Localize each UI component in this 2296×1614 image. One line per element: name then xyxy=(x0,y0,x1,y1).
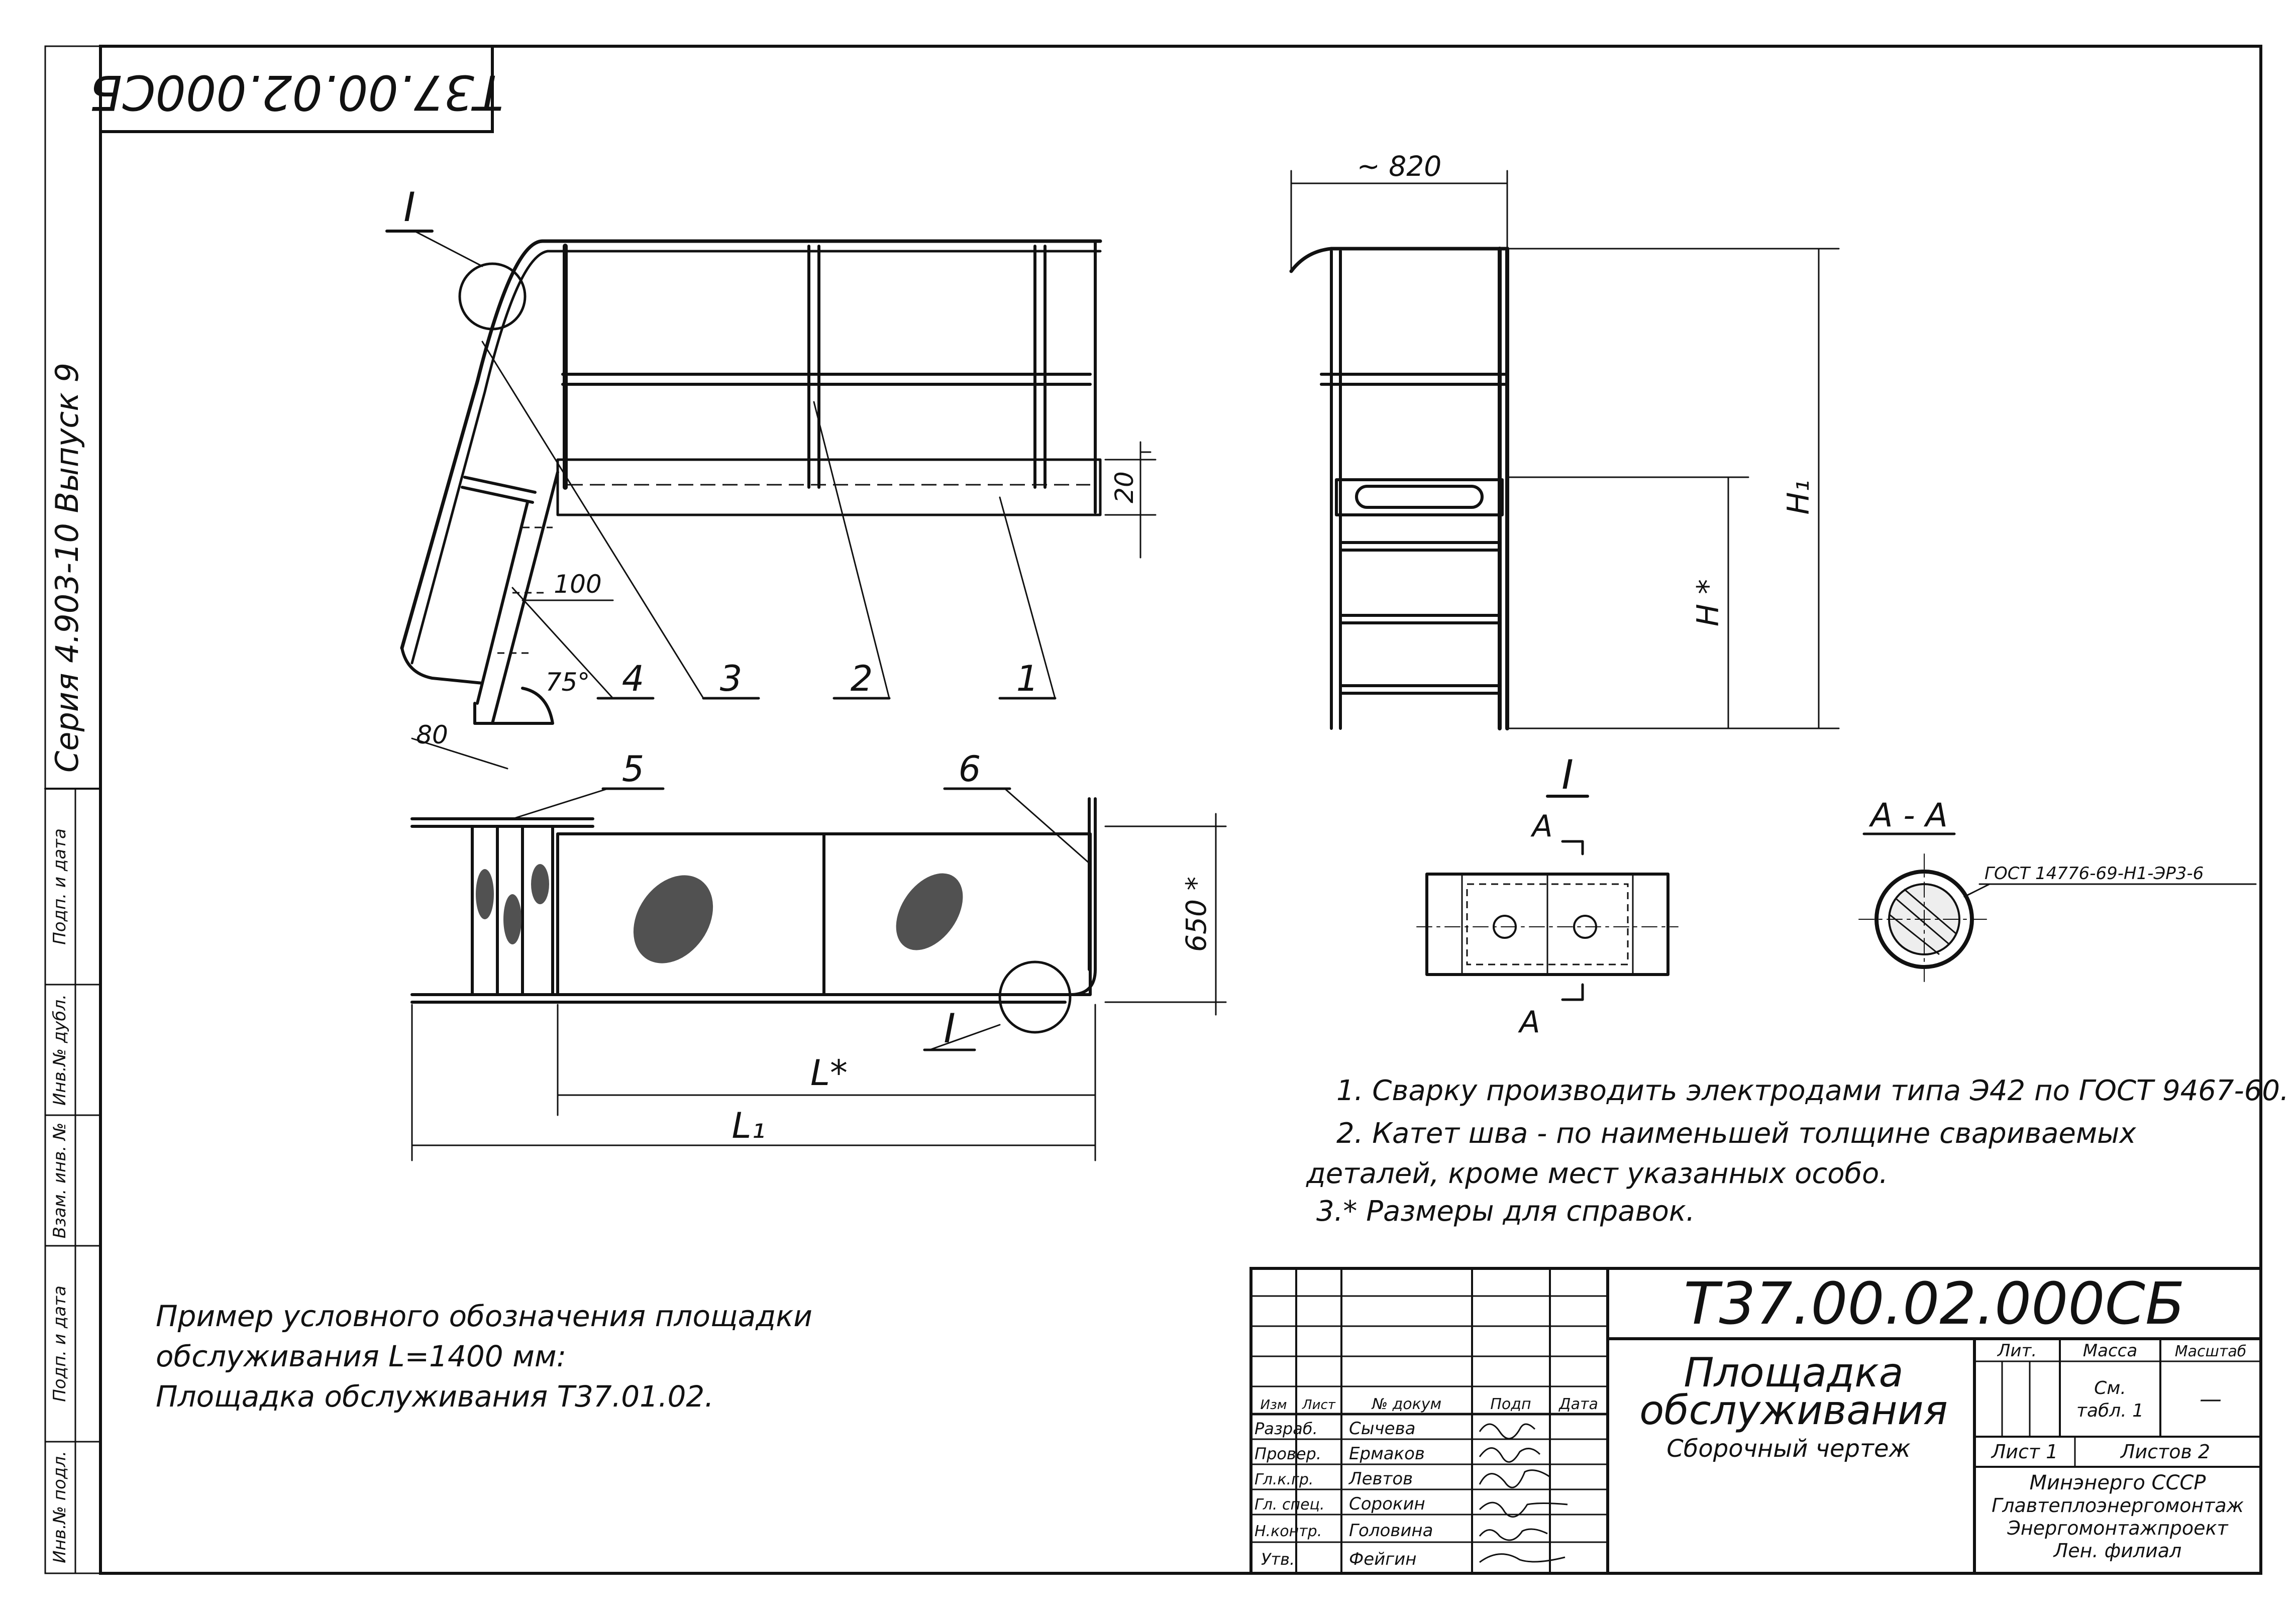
name-glspec: Сорокин xyxy=(1349,1494,1425,1514)
title-block: Изм Лист № докум Подп Дата Разраб. Сычев… xyxy=(1249,1267,2262,1575)
rotated-designation-box: Т37.00.02.000СБ xyxy=(89,45,503,133)
series-label: Серия 4.903-10 Выпуск 9 xyxy=(49,363,85,773)
dim-80: 80 xyxy=(416,720,448,749)
title-name-1: Площадка xyxy=(1684,1349,1903,1396)
side-view-annotations: I 20 100 75° 80 4 3 2 1 xyxy=(385,184,1157,770)
org-line-2: Главтеплоэнергомонтаж xyxy=(1992,1494,2244,1517)
pos-4: 4 xyxy=(622,658,645,699)
dim-L-star: L* xyxy=(810,1052,848,1094)
col-dokum: № докум xyxy=(1371,1395,1441,1413)
org-line-1: Минэнерго СССР xyxy=(2030,1471,2207,1494)
label-lit: Лит. xyxy=(1997,1341,2037,1361)
strip-label-inv-podl: Инв.№ подл. xyxy=(50,1451,70,1563)
label-scale: Масштаб xyxy=(2175,1343,2247,1360)
note-1: 1. Сварку производить электродами типа Э… xyxy=(1336,1074,2289,1107)
role-utv: Утв. xyxy=(1261,1550,1295,1569)
detail-I-title: I xyxy=(1561,751,1574,798)
weld-symbol: ГОСТ 14776-69-Н1-ЭР3-6 xyxy=(1985,864,2204,884)
dim-H-star: H * xyxy=(1691,579,1726,626)
col-izm: Изм xyxy=(1261,1397,1287,1413)
org-line-4: Лен. филиал xyxy=(2053,1540,2182,1562)
section-A-bottom: A xyxy=(1517,1005,1540,1040)
dim-angle-75: 75° xyxy=(546,668,590,697)
name-utv: Фейгин xyxy=(1349,1549,1416,1569)
front-view-dims: ~ 820 H₁ H * xyxy=(1290,150,1840,729)
technical-notes: 1. Сварку производить электродами типа Э… xyxy=(1306,1074,2289,1228)
dim-L1: L₁ xyxy=(732,1105,765,1146)
dim-650: 650 * xyxy=(1180,877,1212,952)
col-data: Дата xyxy=(1558,1395,1598,1413)
approval-strip: Инв.№ подл. Подп. и дата Взам. инв. № Ин… xyxy=(44,788,101,1574)
role-razrab: Разраб. xyxy=(1255,1419,1318,1438)
pos-1: 1 xyxy=(1016,658,1039,699)
pos-5: 5 xyxy=(622,748,645,790)
col-podp: Подп xyxy=(1490,1395,1531,1413)
pos-3: 3 xyxy=(720,658,743,699)
section-AA-title: A - A xyxy=(1868,797,1948,834)
plan-view-annotations: 5 6 I 650 * L* L₁ xyxy=(411,748,1227,1161)
note-2: 2. Катет шва - по наименьшей толщине сва… xyxy=(1336,1117,2136,1150)
org-line-3: Энергомонтажпроект xyxy=(2007,1517,2229,1539)
title-name-2: обслуживания xyxy=(1639,1387,1947,1434)
sheet-left-edge xyxy=(44,45,101,1574)
detail-I-side: I xyxy=(403,184,415,231)
side-view xyxy=(400,239,1102,725)
pos-2: 2 xyxy=(851,658,873,699)
role-nkontr: Н.контр. xyxy=(1255,1523,1322,1540)
role-prover: Провер. xyxy=(1255,1444,1321,1463)
plan-view xyxy=(410,797,1097,1034)
pos-6: 6 xyxy=(959,748,981,790)
dim-100: 100 xyxy=(554,570,601,599)
dim-height-20: 20 xyxy=(1110,471,1139,503)
sheets-total: Листов 2 xyxy=(2120,1441,2210,1463)
strip-label-podp-data-2: Подп. и дата xyxy=(50,828,70,945)
detail-I-plan: I xyxy=(944,1005,956,1052)
role-glspec: Гл. спец. xyxy=(1255,1496,1324,1514)
section-A-top: A xyxy=(1530,809,1552,844)
designation-example: Пример условного обозначения площадки об… xyxy=(156,1299,812,1414)
section-AA: A - A ГОСТ 14776-69-Н1-ЭР3-6 xyxy=(1858,797,2257,985)
name-prover: Ермаков xyxy=(1349,1444,1425,1464)
name-glkgr: Левтов xyxy=(1348,1469,1413,1489)
title-code: Т37.00.02.000СБ xyxy=(1684,1270,2185,1338)
sheet-number: Лист 1 xyxy=(1991,1441,2058,1463)
front-view xyxy=(1289,247,1509,730)
role-glkgr: Гл.к.гр. xyxy=(1255,1471,1313,1488)
strip-label-podp-data-1: Подп. и дата xyxy=(50,1285,70,1402)
scale-value: — xyxy=(2200,1386,2222,1412)
detail-I: I A A xyxy=(1416,751,1679,1040)
signatures xyxy=(1479,1423,1568,1563)
mass-value-1: См. xyxy=(2094,1378,2126,1398)
label-mass: Масса xyxy=(2083,1341,2137,1361)
title-doc-type: Сборочный чертеж xyxy=(1666,1435,1911,1463)
example-line-1: Пример условного обозначения площадки xyxy=(156,1299,812,1333)
note-2-cont: деталей, кроме мест указанных особо. xyxy=(1306,1157,1888,1190)
name-razrab: Сычева xyxy=(1349,1419,1415,1439)
dim-820: ~ 820 xyxy=(1357,150,1442,182)
note-3: 3.* Размеры для справок. xyxy=(1316,1195,1695,1228)
strip-label-vzam: Взам. инв. № xyxy=(50,1123,70,1239)
name-nkontr: Головина xyxy=(1349,1521,1433,1541)
rotated-designation: Т37.00.02.000СБ xyxy=(89,64,503,120)
col-list: Лист xyxy=(1302,1397,1336,1413)
dim-H1: H₁ xyxy=(1781,480,1816,514)
example-line-3: Площадка обслуживания Т37.01.02. xyxy=(156,1379,714,1414)
strip-label-dubl: Инв.№ дубл. xyxy=(50,994,70,1106)
mass-value-2: табл. 1 xyxy=(2076,1401,2144,1421)
example-line-2: обслуживания L=1400 мм: xyxy=(156,1339,566,1373)
